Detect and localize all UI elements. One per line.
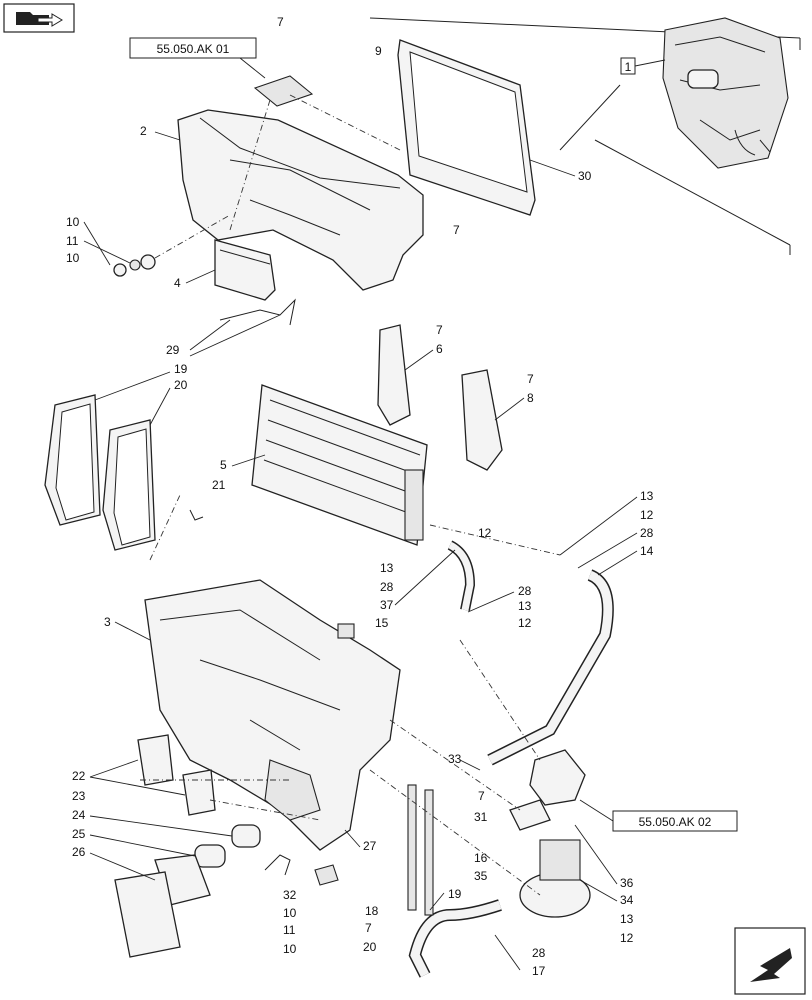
upper-housing (177, 75, 424, 291)
callout: 10 (283, 942, 297, 956)
callout: 21 (212, 478, 226, 492)
callout: 5 (220, 458, 227, 472)
pipe-37 (447, 540, 476, 611)
plate-22b (182, 769, 216, 816)
bushing-23 (231, 824, 261, 848)
plate-22a (137, 734, 174, 786)
seal-frame (397, 39, 536, 216)
next-arrow-icon[interactable] (734, 927, 806, 995)
wire (219, 298, 296, 326)
svg-text:55.050.AK 02: 55.050.AK 02 (639, 815, 712, 829)
bushing-24 (194, 844, 226, 868)
duct-left (377, 324, 411, 426)
callout: 2 (140, 124, 147, 138)
callout: 32 (283, 888, 297, 902)
svg-text:1: 1 (625, 60, 632, 74)
callout: 13 (518, 599, 532, 613)
callout: 31 (474, 810, 488, 824)
callout: 33 (448, 752, 462, 766)
duct-right (461, 369, 503, 471)
callout: 19 (174, 362, 188, 376)
callout: 29 (166, 343, 180, 357)
filter (214, 239, 276, 301)
callout: 12 (620, 931, 634, 945)
callout: 37 (380, 598, 394, 612)
assembly-overview (369, 17, 801, 255)
callout: 7 (436, 323, 443, 337)
leader-lines (83, 131, 638, 971)
rod-20 (407, 784, 417, 911)
callout: 19 (448, 887, 462, 901)
callout: 4 (174, 276, 181, 290)
callout: 30 (578, 169, 592, 183)
clip-32 (264, 854, 291, 876)
callout: 7 (527, 372, 534, 386)
callout: 25 (72, 827, 86, 841)
callout: 9 (375, 44, 382, 58)
callout: 13 (620, 912, 634, 926)
callout: 20 (174, 378, 188, 392)
callout: 22 (72, 769, 86, 783)
callout: 11 (283, 923, 296, 937)
clamp-18 (314, 864, 339, 886)
rod-19 (424, 789, 434, 916)
callout: 17 (532, 964, 546, 978)
clip (189, 509, 204, 521)
callout: 16 (474, 851, 488, 865)
callout: 8 (527, 391, 534, 405)
callout: 34 (620, 893, 634, 907)
callout: 12 (478, 526, 492, 540)
callout: 15 (375, 616, 389, 630)
pipe-17 (408, 899, 502, 978)
assembly-number-box: 1 (620, 57, 666, 75)
callout: 24 (72, 808, 86, 822)
callout: 28 (532, 946, 546, 960)
bracket (509, 799, 551, 831)
callout: 12 (518, 616, 532, 630)
callout: 11 (66, 234, 79, 248)
callout: 13 (380, 561, 394, 575)
callout: 10 (66, 251, 80, 265)
callout: 23 (72, 789, 86, 803)
callout: 7 (277, 15, 284, 29)
callout: 18 (365, 904, 379, 918)
callout: 26 (72, 845, 86, 859)
callout: 14 (640, 544, 654, 558)
callout: 6 (436, 342, 443, 356)
lower-housing (144, 579, 401, 851)
callout: 36 (620, 876, 634, 890)
callout: 3 (104, 615, 111, 629)
callout: 28 (518, 584, 532, 598)
folder-arrow-icon[interactable] (3, 3, 75, 33)
callout: 20 (363, 940, 377, 954)
nut-washer (113, 214, 231, 277)
callout: 28 (380, 580, 394, 594)
callout-labels: 7 9 2 30 10 11 10 7 4 7 6 29 19 20 7 8 5… (66, 15, 654, 978)
callout: 10 (66, 215, 80, 229)
valve (519, 749, 591, 918)
callout: 28 (640, 526, 654, 540)
callout: 7 (365, 921, 372, 935)
gasket-26 (114, 871, 181, 958)
callout: 35 (474, 869, 488, 883)
svg-text:55.050.AK 01: 55.050.AK 01 (157, 42, 230, 56)
heater-core (251, 384, 428, 546)
callout: 7 (453, 223, 460, 237)
callout: 7 (478, 789, 485, 803)
callout: 13 (640, 489, 654, 503)
callout: 27 (363, 839, 377, 853)
pipe-14 (487, 569, 614, 766)
callout: 12 (640, 508, 654, 522)
callout: 10 (283, 906, 297, 920)
reference-box-top[interactable]: 55.050.AK 01 (129, 37, 266, 79)
reference-box-bottom[interactable]: 55.050.AK 02 (579, 799, 738, 832)
